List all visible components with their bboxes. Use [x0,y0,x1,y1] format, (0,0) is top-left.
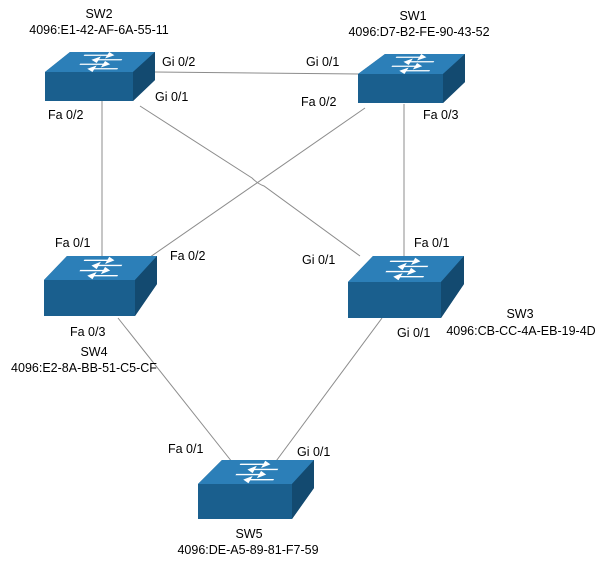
switch-sw5[interactable]: SW5 4096:DE-A5-89-81-F7-59 [177,460,319,557]
switch-sw3[interactable]: SW3 4096:CB-CC-4A-EB-19-4D [348,256,596,338]
port-label: Gi 0/1 [397,326,430,340]
switch-name: SW4 [80,345,107,359]
switch-name: SW3 [506,307,533,321]
link-sw1-sw4 [139,107,366,265]
links [101,71,405,473]
switch-bridge-id: 4096:E2-8A-BB-51-C5-CF [11,361,157,375]
network-switch-icon [45,52,155,101]
port-label: Fa 0/2 [170,249,205,263]
port-label: Fa 0/2 [48,108,83,122]
port-label: Fa 0/1 [414,236,449,250]
switch-sw4[interactable]: SW4 4096:E2-8A-BB-51-C5-CF [11,256,157,375]
port-label: Gi 0/1 [155,90,188,104]
switch-bridge-id: 4096:DE-A5-89-81-F7-59 [177,543,318,557]
port-label: Gi 0/1 [297,445,330,459]
port-label: Fa 0/3 [423,108,458,122]
switch-name: SW1 [399,9,426,23]
network-switch-icon [348,256,464,318]
port-labels: Gi 0/2 Gi 0/1 Fa 0/2 Gi 0/1 Fa 0/2 Fa 0/… [48,55,458,459]
link-sw2-sw3 [139,105,361,257]
switch-bridge-id: 4096:E1-42-AF-6A-55-11 [29,23,168,37]
network-switch-icon [44,256,157,316]
port-label: Fa 0/2 [301,95,336,109]
port-label: Fa 0/1 [55,236,90,250]
network-switch-icon [358,54,465,103]
port-label: Fa 0/3 [70,325,105,339]
switch-sw1[interactable]: SW1 4096:D7-B2-FE-90-43-52 [348,9,490,103]
switch-sw2[interactable]: SW2 4096:E1-42-AF-6A-55-11 [29,7,169,101]
link-sw2-sw1 [154,71,361,75]
switch-bridge-id: 4096:CB-CC-4A-EB-19-4D [446,324,595,338]
port-label: Gi 0/2 [162,55,195,69]
switch-name: SW5 [235,527,262,541]
network-switch-icon [198,460,314,519]
link-sw3-sw5 [267,317,383,473]
link-sw4-sw5 [117,317,241,473]
switch-bridge-id: 4096:D7-B2-FE-90-43-52 [348,25,489,39]
port-label: Fa 0/1 [168,442,203,456]
switch-name: SW2 [85,7,112,21]
port-label: Gi 0/1 [306,55,339,69]
port-label: Gi 0/1 [302,253,335,267]
